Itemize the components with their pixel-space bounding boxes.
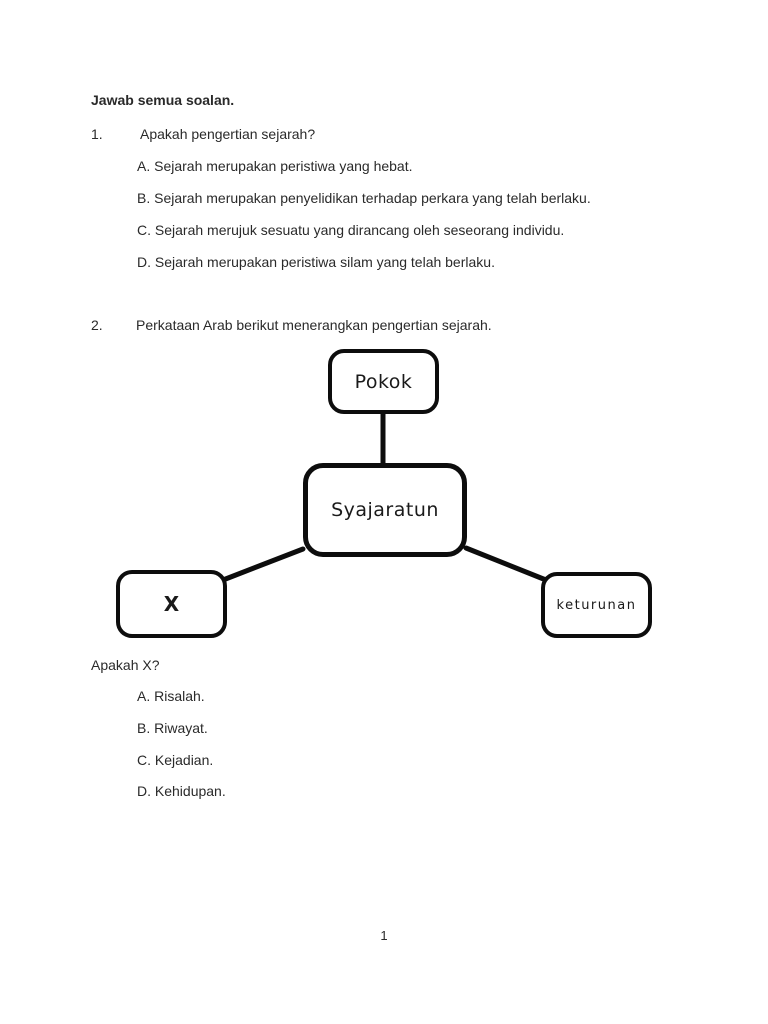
diagram-node-keturunan: keturunan (541, 572, 652, 638)
question-1-number: 1. (91, 126, 103, 142)
instructions-heading: Jawab semua soalan. (91, 92, 235, 108)
syajaratun-diagram: Pokok Syajaratun X keturunan (0, 340, 768, 650)
diagram-node-x: X (116, 570, 227, 638)
question-1-option-a: A. Sejarah merupakan peristiwa yang heba… (137, 158, 413, 174)
question-1-option-b: B. Sejarah merupakan penyelidikan terhad… (137, 190, 591, 206)
question-1-option-d: D. Sejarah merupakan peristiwa silam yan… (137, 254, 495, 270)
question-2-option-b: B. Riwayat. (137, 720, 208, 736)
diagram-node-syajaratun: Syajaratun (303, 463, 467, 557)
question-2-text: Perkataan Arab berikut menerangkan penge… (136, 317, 492, 333)
question-1-text: Apakah pengertian sejarah? (140, 126, 316, 142)
diagram-connector-lines (220, 407, 549, 583)
question-1-option-c: C. Sejarah merujuk sesuatu yang dirancan… (137, 222, 565, 238)
question-2-option-c: C. Kejadian. (137, 752, 214, 768)
page-number: 1 (380, 928, 388, 943)
question-2-option-a: A. Risalah. (137, 688, 205, 704)
question-2-number: 2. (91, 317, 103, 333)
diagram-node-pokok: Pokok (328, 349, 439, 414)
question-2-sub-question: Apakah X? (91, 657, 160, 673)
question-2-option-d: D. Kehidupan. (137, 783, 226, 799)
